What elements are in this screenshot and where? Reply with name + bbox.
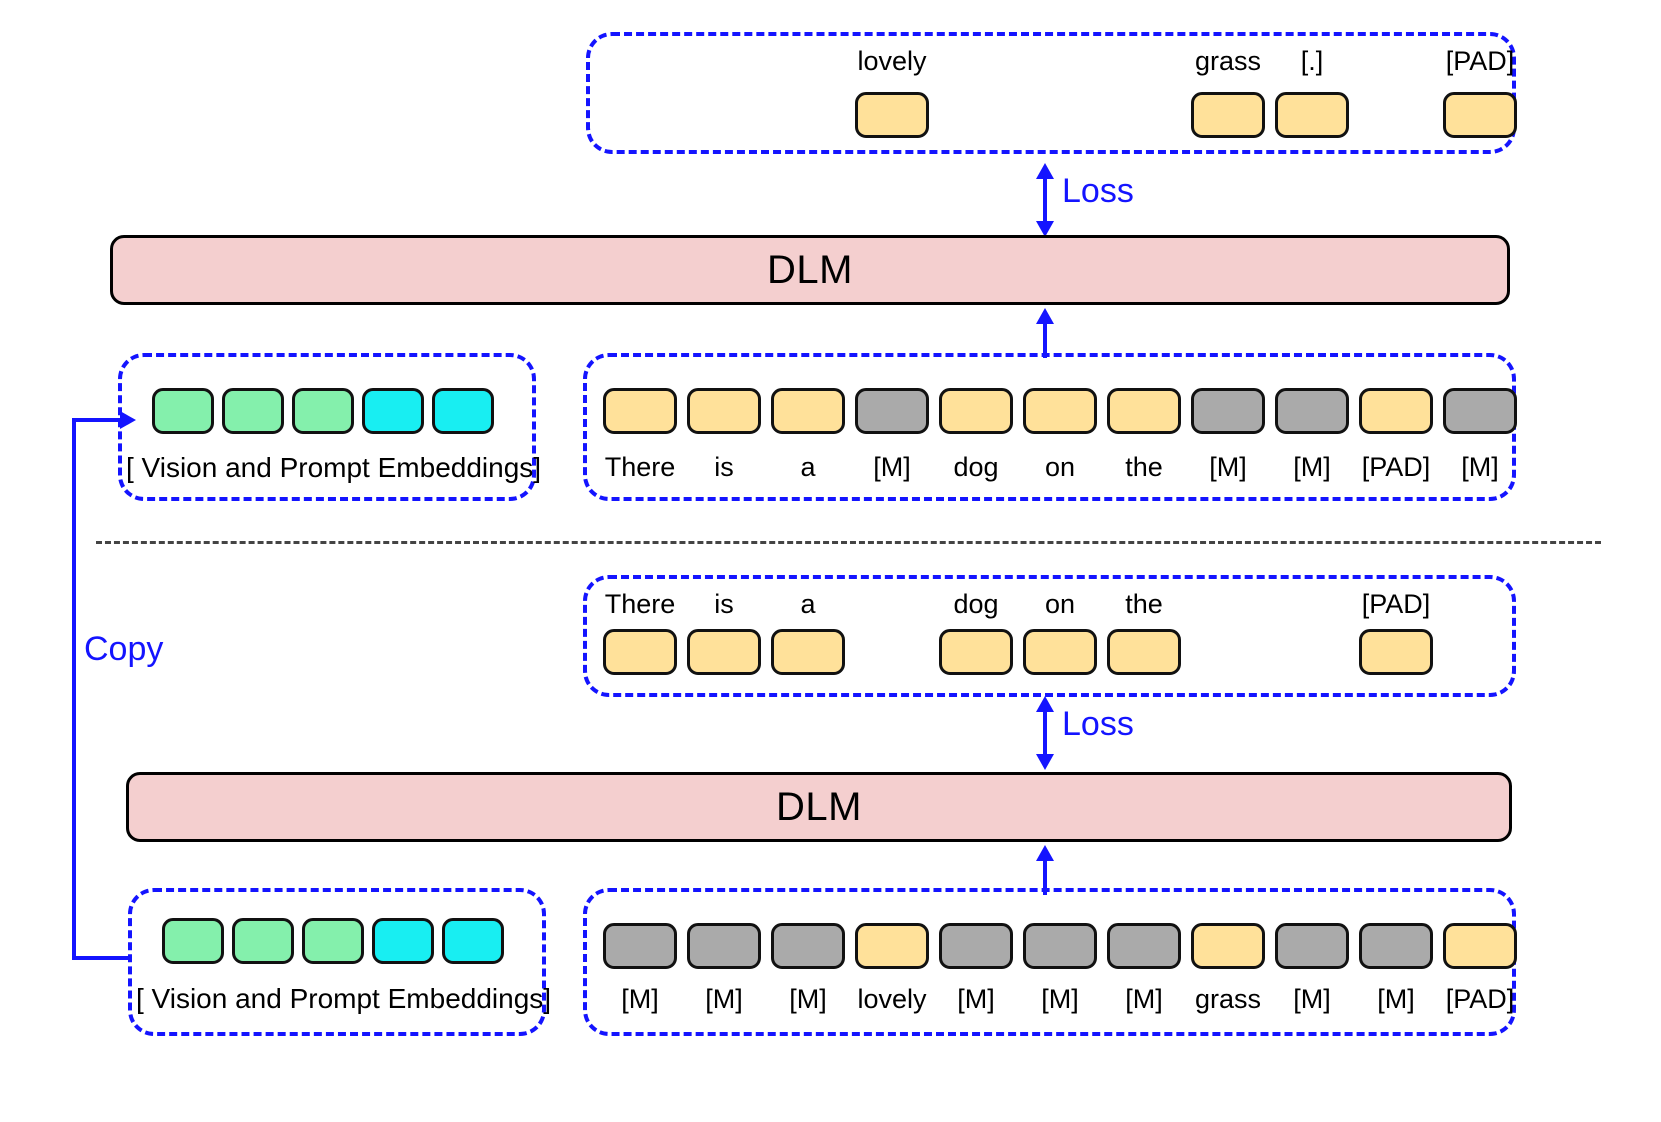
token-box — [939, 923, 1013, 969]
dlm-bottom-label: DLM — [776, 784, 862, 829]
token-label: dog — [953, 452, 999, 482]
dlm-top: DLM — [110, 235, 1510, 305]
token-box — [687, 388, 761, 434]
token-label: on — [1044, 589, 1076, 619]
token-box — [603, 629, 677, 675]
token-label: grass — [1194, 984, 1262, 1014]
copy-label: Copy — [84, 630, 164, 668]
token-label: dog — [953, 589, 999, 619]
token-box — [771, 923, 845, 969]
token-label: the — [1125, 452, 1163, 482]
token-box — [1359, 629, 1433, 675]
token-label: [M] — [1293, 452, 1331, 482]
prompt-embedding-box — [372, 918, 434, 964]
token-label: [M] — [1377, 984, 1415, 1014]
vision-embedding-box — [222, 388, 284, 434]
token-box — [855, 92, 929, 138]
token-label: the — [1125, 589, 1163, 619]
token-label: [M] — [705, 984, 743, 1014]
token-label: [PAD] — [1361, 452, 1431, 482]
token-box — [1275, 388, 1349, 434]
token-box — [771, 629, 845, 675]
token-box — [939, 388, 1013, 434]
token-box — [1107, 388, 1181, 434]
token-box — [1023, 629, 1097, 675]
token-box — [939, 629, 1013, 675]
token-box — [1191, 923, 1265, 969]
token-box — [855, 923, 929, 969]
vision-embedding-box — [152, 388, 214, 434]
token-label: grass — [1194, 46, 1262, 76]
bottom-output-group — [583, 575, 1516, 697]
token-box — [1359, 923, 1433, 969]
vision-embedding-box — [302, 918, 364, 964]
bottom-embeddings-caption: [ Vision and Prompt Embeddings] — [136, 983, 552, 1014]
token-box — [687, 923, 761, 969]
token-label: [M] — [621, 984, 659, 1014]
token-label: [.] — [1300, 46, 1324, 76]
vision-embedding-box — [292, 388, 354, 434]
top-output-group — [586, 32, 1516, 154]
token-label: [M] — [1293, 984, 1331, 1014]
bottom-embeddings-group — [128, 888, 546, 1036]
token-label: There — [604, 452, 676, 482]
dlm-top-label: DLM — [767, 247, 853, 292]
token-box — [855, 388, 929, 434]
top-embeddings-caption: [ Vision and Prompt Embeddings] — [126, 452, 542, 483]
token-box — [1443, 388, 1517, 434]
token-label: a — [800, 589, 816, 619]
vision-embedding-box — [162, 918, 224, 964]
prompt-embedding-box — [442, 918, 504, 964]
token-label: [PAD] — [1361, 589, 1431, 619]
token-label: a — [800, 452, 816, 482]
token-label: [M] — [1125, 984, 1163, 1014]
token-label: [M] — [1461, 452, 1499, 482]
token-label: lovely — [857, 984, 927, 1014]
prompt-embedding-box — [432, 388, 494, 434]
top-loss-label: Loss — [1062, 172, 1134, 210]
prompt-embedding-box — [362, 388, 424, 434]
token-label: There — [604, 589, 676, 619]
token-label: is — [714, 452, 734, 482]
token-box — [771, 388, 845, 434]
token-box — [1443, 92, 1517, 138]
token-box — [1191, 388, 1265, 434]
token-box — [687, 629, 761, 675]
token-label: [M] — [957, 984, 995, 1014]
token-box — [1191, 92, 1265, 138]
section-divider — [96, 541, 1601, 544]
token-box — [1275, 92, 1349, 138]
token-box — [1023, 388, 1097, 434]
vision-embedding-box — [232, 918, 294, 964]
token-label: [M] — [1041, 984, 1079, 1014]
token-box — [1107, 629, 1181, 675]
dlm-bottom: DLM — [126, 772, 1512, 842]
token-label: [M] — [1209, 452, 1247, 482]
token-box — [1023, 923, 1097, 969]
token-label: on — [1044, 452, 1076, 482]
token-label: [PAD] — [1445, 46, 1515, 76]
token-label: [M] — [789, 984, 827, 1014]
token-box — [603, 923, 677, 969]
bottom-loss-label: Loss — [1062, 705, 1134, 743]
token-label: [PAD] — [1445, 984, 1515, 1014]
token-label: is — [714, 589, 734, 619]
token-box — [1275, 923, 1349, 969]
token-label: lovely — [857, 46, 927, 76]
token-box — [603, 388, 677, 434]
token-box — [1359, 388, 1433, 434]
token-box — [1443, 923, 1517, 969]
token-box — [1107, 923, 1181, 969]
token-label: [M] — [873, 452, 911, 482]
